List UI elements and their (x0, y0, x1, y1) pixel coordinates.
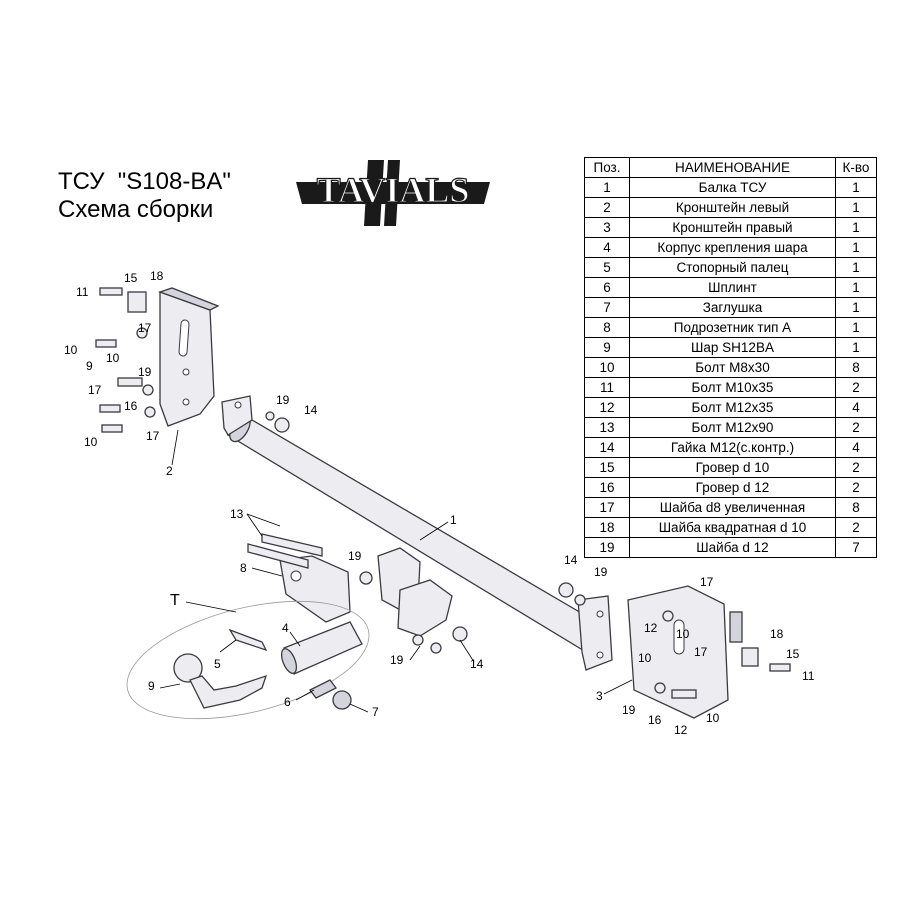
cell-pos: 10 (584, 357, 630, 378)
callout-11-left: 11 (76, 285, 89, 299)
callout-t: T (170, 592, 180, 609)
callout-10-left-c: 10 (84, 435, 98, 449)
cell-name: Подрозетник тип А (629, 317, 836, 338)
cell-name: Заглушка (629, 297, 836, 318)
callout-19-left: 19 (138, 365, 152, 379)
callout-19-right-b: 19 (622, 703, 636, 717)
cell-name: Кронштейн левый (629, 197, 836, 218)
callout-17-left-c: 17 (146, 429, 160, 443)
callout-6: 6 (284, 695, 291, 709)
cell-name: Шайба d 12 (629, 537, 836, 558)
callout-10-right-c: 10 (706, 711, 720, 725)
callout-9: 9 (148, 679, 155, 693)
cell-qty: 8 (835, 357, 877, 378)
callout-10-left-a: 10 (64, 343, 78, 357)
callout-12-right-b: 12 (674, 723, 688, 737)
cell-pos: 19 (584, 537, 630, 558)
cell-name: Корпус крепления шара (629, 237, 836, 258)
ball-mount-group (126, 600, 370, 720)
diagram-title: ТСУ "S108-BA" (58, 168, 231, 195)
callout-13: 13 (230, 507, 244, 521)
callout-19-socket: 19 (348, 549, 362, 563)
callout-17-left-a: 17 (138, 321, 152, 335)
callout-14-mid: 14 (470, 657, 484, 671)
callout-18-left: 18 (150, 269, 164, 283)
callout-14-beam: 14 (304, 403, 318, 417)
callout-19-mid: 19 (390, 653, 404, 667)
callout-19-right: 19 (594, 565, 608, 579)
callout-7: 7 (372, 705, 379, 719)
header-pos: Поз. (584, 157, 630, 178)
tow-beam (221, 395, 613, 671)
cell-qty: 2 (835, 417, 877, 438)
callout-17-right-a: 17 (700, 575, 714, 589)
leader-lines (159, 429, 633, 713)
callout-10-right-b: 10 (638, 651, 652, 665)
table-header-row: Поз. НАИМЕНОВАНИЕ К-во (584, 157, 877, 178)
header-name: НАИМЕНОВАНИЕ (629, 157, 836, 178)
cell-name: Болт М12х90 (629, 417, 836, 438)
callout-8: 8 (240, 561, 247, 575)
callout-5: 5 (214, 657, 221, 671)
callout-15-right: 15 (786, 647, 800, 661)
socket-bracket (247, 533, 373, 623)
cell-pos: 15 (584, 457, 630, 478)
callout-19-beam: 19 (276, 393, 290, 407)
callout-labels: T 1 2 3 4 5 6 7 8 9 13 11 15 18 10 17 9 … (64, 269, 815, 737)
cell-name: Болт М10х35 (629, 377, 836, 398)
callout-17-right-b: 17 (694, 645, 708, 659)
fasteners (95, 287, 791, 699)
callout-12-right-a: 12 (644, 621, 658, 635)
callout-15-left: 15 (124, 271, 138, 285)
callout-11-right: 11 (802, 669, 815, 683)
callout-17-left-b: 17 (88, 383, 102, 397)
left-bracket (127, 287, 220, 427)
callout-10-right-a: 10 (676, 627, 690, 641)
callout-1: 1 (450, 513, 457, 527)
callout-16-right: 16 (648, 713, 662, 727)
callout-14-right: 14 (564, 553, 578, 567)
callout-10-left-b: 10 (106, 351, 120, 365)
logo-text: TAVIALS (317, 170, 470, 210)
callout-16-left: 16 (124, 399, 138, 413)
right-bracket (627, 585, 759, 719)
header-qty: К-во (835, 157, 877, 178)
cell-qty: 7 (835, 537, 877, 558)
callout-9-left: 9 (86, 359, 93, 373)
tavials-logo: TAVIALS (296, 160, 490, 226)
cell-name: Шайба d8 увеличенная (629, 497, 836, 518)
callout-2: 2 (166, 464, 173, 478)
callout-18-right: 18 (770, 627, 784, 641)
cell-name: Болт М8х30 (629, 357, 836, 378)
callout-4: 4 (282, 621, 289, 635)
callout-3: 3 (596, 689, 603, 703)
diagram-subtitle: Схема сборки (58, 196, 214, 223)
